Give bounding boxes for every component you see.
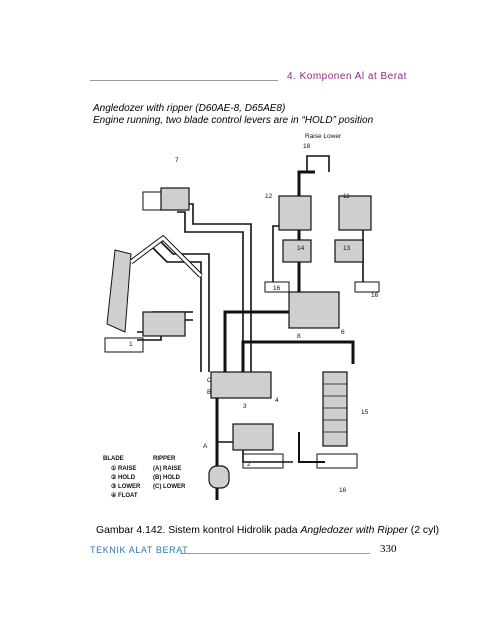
num-2: 2 xyxy=(247,461,251,468)
legend-blade-title: BLADE xyxy=(103,456,124,462)
cylinder-right-11 xyxy=(338,195,372,231)
pipe-right-3 xyxy=(306,155,330,172)
num-16b: 16 xyxy=(371,292,379,299)
tank-mid xyxy=(264,281,290,293)
figure-caption-prefix: Gambar 4.142. Sistem kontrol Hidrolik pa… xyxy=(96,525,301,536)
pump xyxy=(208,465,230,489)
num-14: 14 xyxy=(297,245,305,252)
num-8: 8 xyxy=(297,333,301,340)
raise-lower-label: Raise Lower xyxy=(305,133,342,140)
legend-blade-3: ③ LOWER xyxy=(111,483,141,490)
figure-caption-italic: Angledozer with Ripper xyxy=(300,525,408,536)
legend-blade-1: ① RAISE xyxy=(111,465,136,472)
letter-c: C xyxy=(207,377,212,384)
cylinder-upper-left xyxy=(160,187,190,211)
blade-arm-inner xyxy=(130,236,203,278)
blade-arm xyxy=(129,234,203,278)
legend-ripper-1: (A) RAISE xyxy=(153,466,181,472)
legend-ripper-title: RIPPER xyxy=(153,456,176,462)
num-4: 4 xyxy=(275,397,279,404)
num-16a: 16 xyxy=(273,285,281,292)
legend-ripper-2: (B) HOLD xyxy=(153,475,181,481)
footer-book-title: TEKNIK ALAT BERAT xyxy=(90,545,189,555)
num-16c: 16 xyxy=(339,487,347,494)
pipe-to-tank xyxy=(241,340,355,372)
pipe-blade-b xyxy=(160,241,210,372)
figure-caption-suffix: (2 cyl) xyxy=(407,525,440,536)
legend-ripper-3: (C) LOWER xyxy=(153,484,186,490)
figure-heading-line2: Engine running, two blade control levers… xyxy=(93,115,374,126)
hydraulic-diagram-svg: Raise Lower 18 7 12 11 14 13 16 16 8 6 1… xyxy=(103,133,380,500)
tank-left-lower xyxy=(104,337,144,353)
cylinder-right-12 xyxy=(278,195,312,231)
blade xyxy=(106,249,132,333)
num-11: 11 xyxy=(343,193,350,200)
legend: BLADE ① RAISE ② HOLD ③ LOWER ④ FLOAT RIP… xyxy=(103,456,186,499)
num-6: 6 xyxy=(341,329,345,336)
num-1: 1 xyxy=(129,341,133,348)
valve-ripper xyxy=(142,311,186,337)
figure-caption: Gambar 4.142. Sistem kontrol Hidrolik pa… xyxy=(96,525,439,536)
valve-main-3 xyxy=(210,371,272,399)
hydraulic-diagram: Raise Lower 18 7 12 11 14 13 16 16 8 6 1… xyxy=(93,132,393,514)
pipe-upper-cyl xyxy=(177,211,244,372)
pipe-pump-return xyxy=(298,432,325,463)
page-number: 330 xyxy=(380,543,397,555)
letter-b: B xyxy=(207,389,211,396)
valve-14 xyxy=(282,239,312,263)
tank-bottom xyxy=(242,453,284,469)
tank-right-mid xyxy=(354,281,380,293)
valve-2 xyxy=(232,423,274,451)
num-15: 15 xyxy=(361,409,369,416)
figure-heading-line1: Angledozer with ripper (D60AE-8, D65AE8) xyxy=(93,103,286,114)
valve-13 xyxy=(334,239,364,263)
header-rule xyxy=(90,80,278,81)
pipe-upper-cyl2 xyxy=(177,203,252,372)
footer-rule xyxy=(180,553,370,554)
tank-right-bottom xyxy=(316,453,358,469)
accumulator-15 xyxy=(322,371,348,447)
num-3: 3 xyxy=(243,403,247,410)
num-18: 18 xyxy=(303,143,311,150)
num-7: 7 xyxy=(175,157,179,164)
chapter-title: 4. Komponen Al at Berat xyxy=(287,71,407,82)
legend-blade-2: ② HOLD xyxy=(111,474,136,481)
figure-heading: Angledozer with ripper (D60AE-8, D65AE8)… xyxy=(93,103,373,127)
num-12: 12 xyxy=(265,193,273,200)
legend-blade-4: ④ FLOAT xyxy=(111,492,138,499)
valve-8 xyxy=(288,291,340,329)
letter-a: A xyxy=(203,443,208,450)
num-13: 13 xyxy=(343,245,351,252)
